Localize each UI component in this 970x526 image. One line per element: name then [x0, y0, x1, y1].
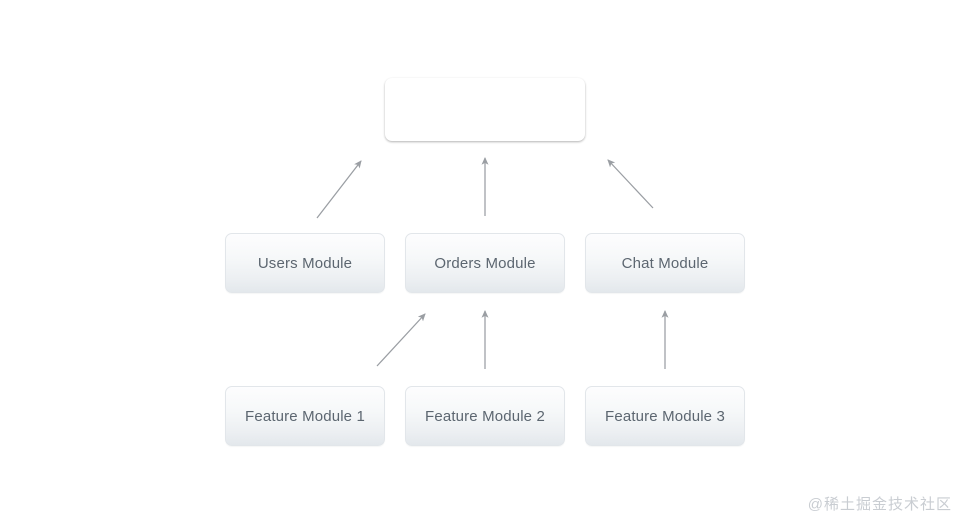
node-feature-module-2[interactable]: Feature Module 2 [405, 386, 565, 446]
node-feature-module-1-label: Feature Module 1 [245, 407, 365, 425]
node-application-module-label: Application Module [412, 100, 558, 118]
node-feature-module-1[interactable]: Feature Module 1 [225, 386, 385, 446]
node-chat-module[interactable]: Chat Module [585, 233, 745, 293]
node-orders-module-label: Orders Module [434, 254, 536, 272]
arrow-feature1-to-orders [376, 313, 426, 367]
node-application-module[interactable]: Application Module [385, 78, 585, 141]
node-users-module-label: Users Module [257, 254, 353, 272]
node-feature-module-3-label: Feature Module 3 [605, 407, 725, 425]
node-feature-module-2-label: Feature Module 2 [425, 407, 545, 425]
arrow-chat-to-application [607, 159, 654, 209]
node-chat-module-label: Chat Module [621, 254, 709, 272]
node-orders-module[interactable]: Orders Module [405, 233, 565, 293]
arrow-users-to-application [316, 160, 362, 219]
node-users-module[interactable]: Users Module [225, 233, 385, 293]
node-feature-module-3[interactable]: Feature Module 3 [585, 386, 745, 446]
watermark: @稀土掘金技术社区 [807, 496, 952, 513]
